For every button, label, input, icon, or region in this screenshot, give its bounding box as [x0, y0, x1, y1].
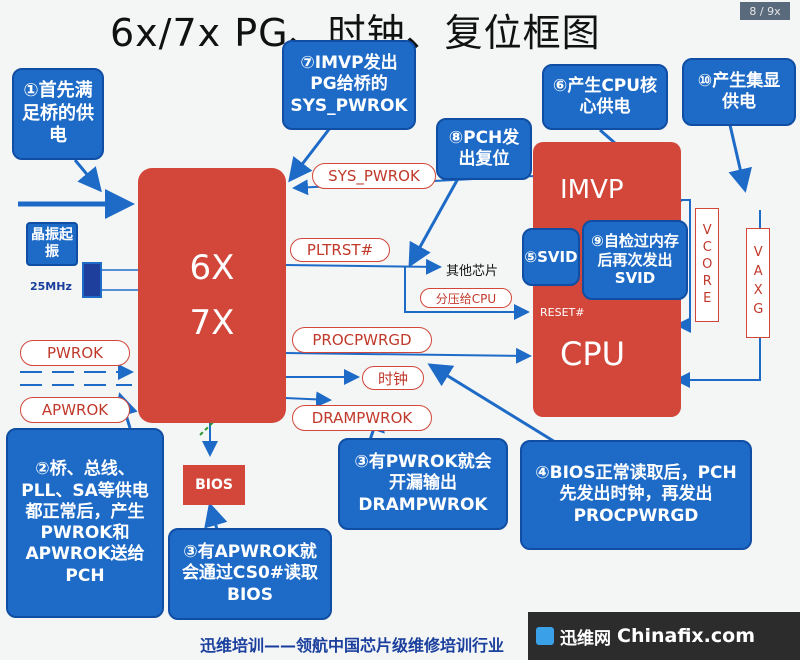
- pltrst-arrow: [284, 258, 442, 275]
- note-10: ⑩产生集显供电: [682, 58, 796, 126]
- page-indicator: 8 / 9x: [740, 2, 790, 20]
- cpu-label: CPU: [560, 335, 626, 373]
- procpwrgd-label: PROCPWRGD: [292, 327, 432, 353]
- dram-arrow: [284, 391, 332, 408]
- note-8: ⑧PCH发出复位: [436, 118, 532, 180]
- brand-logo-icon: [536, 627, 554, 645]
- bios-chip: BIOS: [183, 465, 245, 505]
- note-3-bios: ③有APWROK就会通过CS0#读取BIOS: [168, 528, 332, 620]
- note-1: ①首先满足桥的供电: [12, 68, 104, 160]
- note-4: ④BIOS正常读取后，PCH先发出时钟，再发出PROCPWRGD: [520, 440, 752, 550]
- note-5: ⑤SVID: [522, 228, 580, 286]
- divider-cpu-label: 分压给CPU: [420, 288, 512, 308]
- footer-brand-bar: 迅维网 Chinafix.com: [528, 612, 800, 660]
- brand-en: Chinafix.com: [617, 625, 756, 647]
- bridge-chip: 6X 7X: [138, 168, 286, 423]
- vaxg-label: VAXG: [746, 228, 770, 338]
- reset-label: RESET#: [540, 306, 585, 319]
- sys-pwrok-label: SYS_PWROK: [312, 163, 436, 189]
- apwrok-label: APWROK: [20, 397, 130, 423]
- vaxg-text: VAXG: [750, 245, 766, 321]
- brand-cn: 迅维网: [560, 628, 611, 649]
- note-9: ⑨自检过内存后再次发出SVID: [582, 220, 688, 300]
- pltrst-label: PLTRST#: [290, 238, 390, 262]
- imvp-label: IMVP: [560, 175, 624, 205]
- other-chips-label: 其他芯片: [446, 264, 499, 279]
- procpwrgd-arrow: [284, 347, 532, 364]
- pltrst-cpu-arrow: [404, 266, 530, 320]
- crystal-note: 晶振起振: [26, 222, 78, 266]
- vcore-text: VCORE: [699, 222, 715, 308]
- pwrok-label: PWROK: [20, 340, 130, 366]
- note-7: ⑦IMVP发出PG给桥的SYS_PWROK: [282, 40, 416, 130]
- note-6: ⑥产生CPU核心供电: [542, 64, 668, 130]
- crystal-frequency: 25MHz: [30, 280, 72, 293]
- bridge-label-1: 6X: [189, 248, 235, 289]
- vcore-label: VCORE: [695, 208, 719, 322]
- drampwrok-label: DRAMPWROK: [292, 405, 432, 431]
- crystal-symbol: [82, 262, 102, 298]
- bridge-label-2: 7X: [189, 302, 235, 343]
- note-2: ②桥、总线、PLL、SA等供电都正常后，产生PWROK和APWROK送给PCH: [6, 428, 164, 618]
- clock-label: 时钟: [362, 366, 424, 390]
- note-3-dram: ③有PWROK就会开漏输出DRAMPWROK: [338, 438, 508, 530]
- footer-text: 迅维培训——领航中国芯片级维修培训行业: [200, 636, 505, 655]
